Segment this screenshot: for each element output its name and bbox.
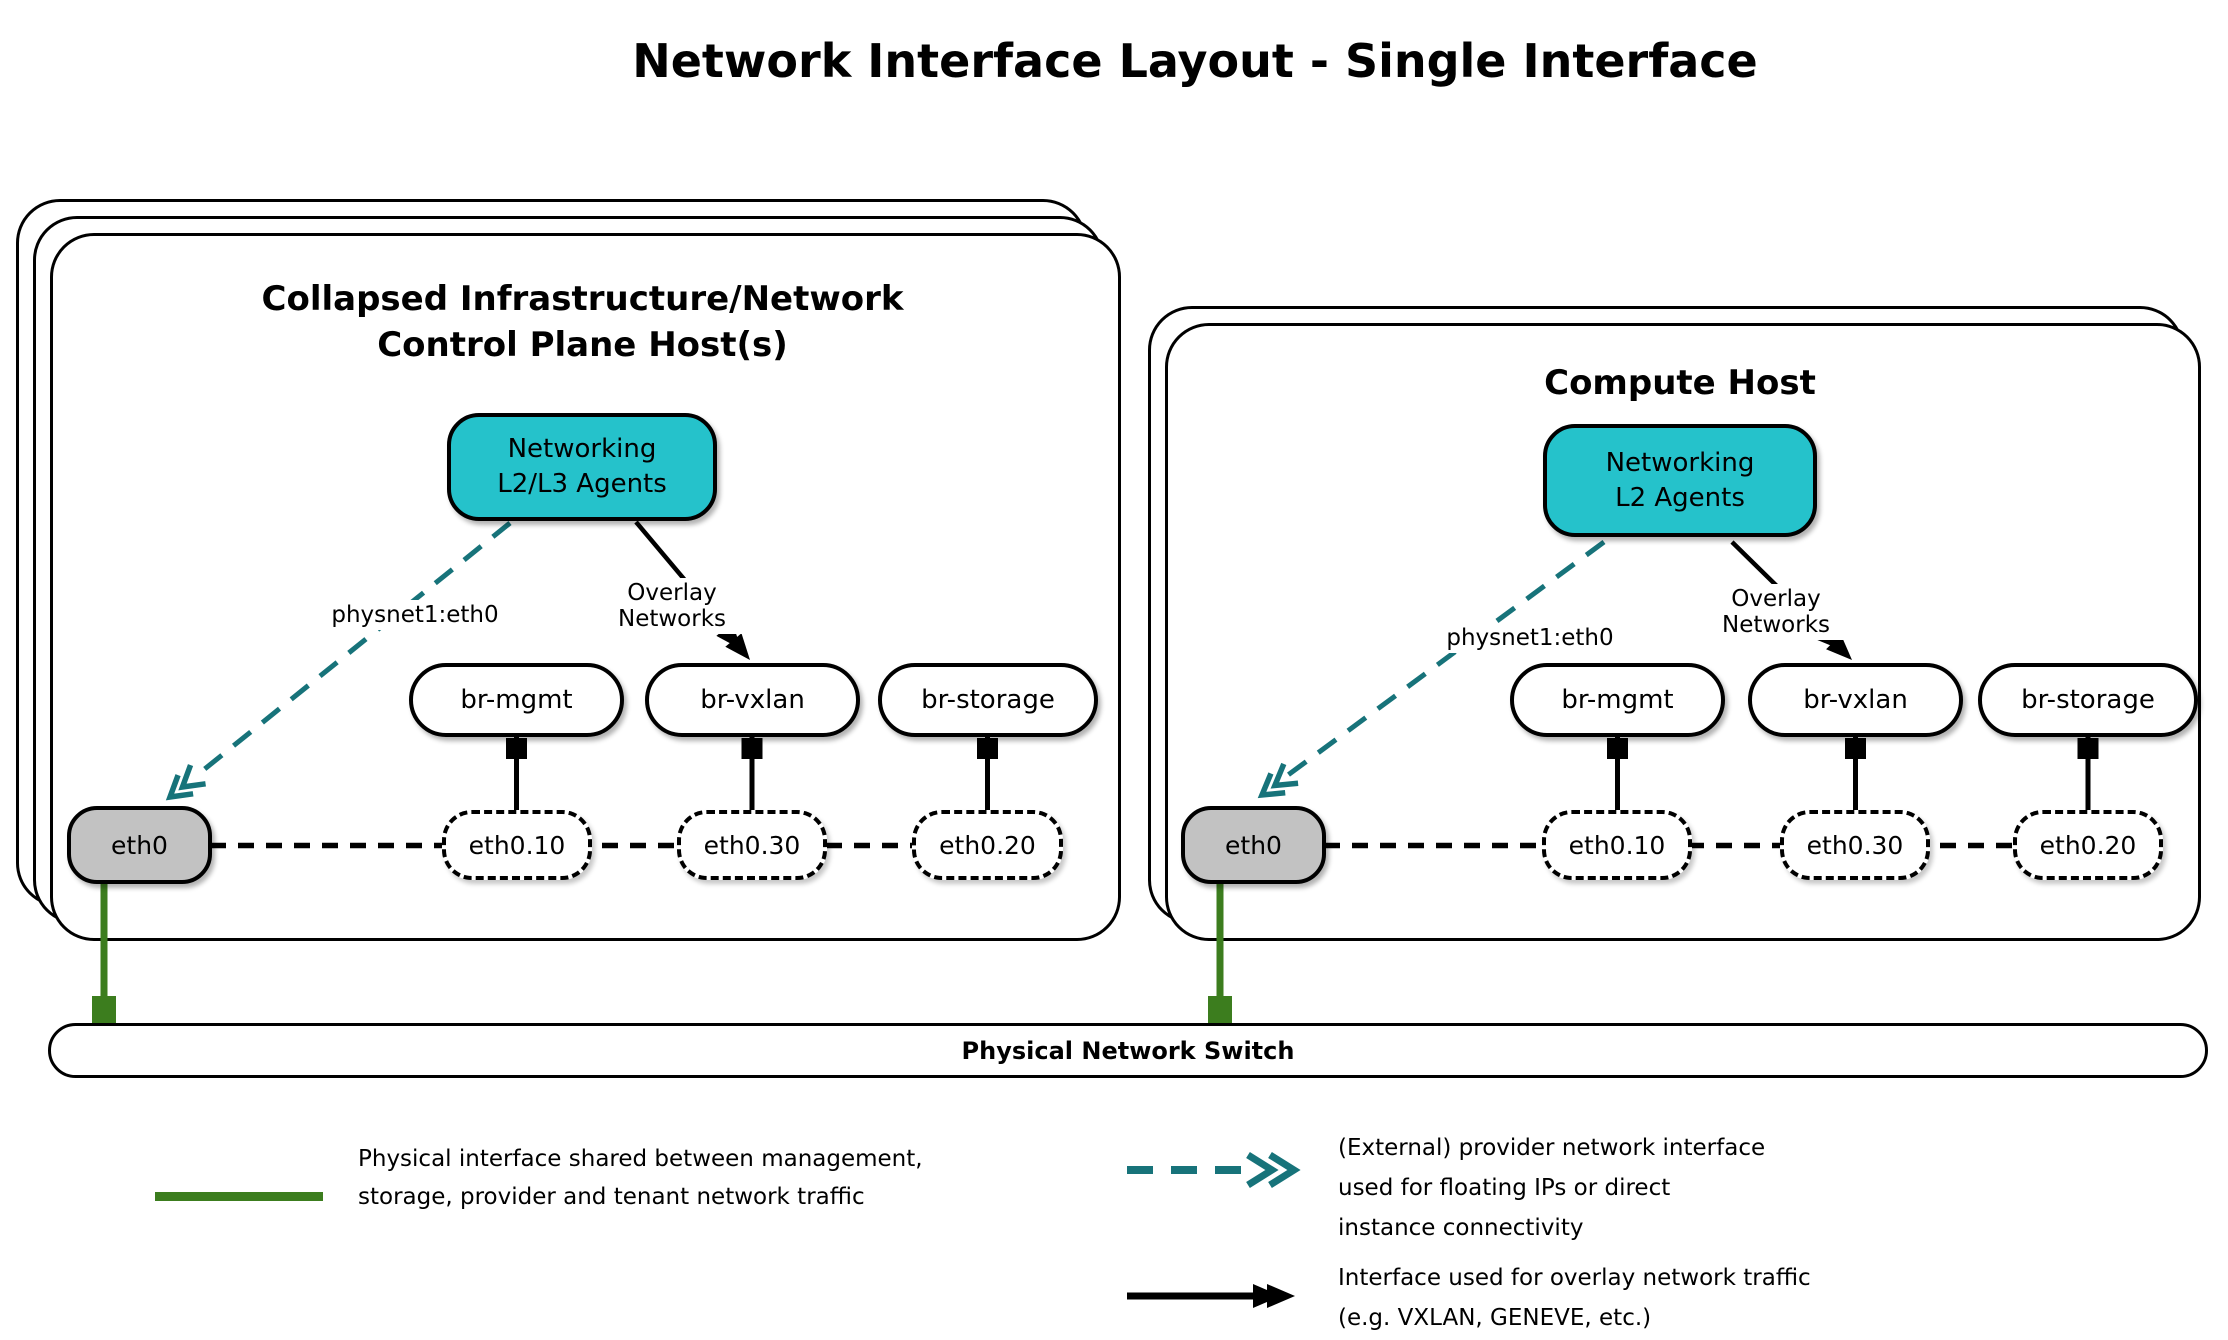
control-vlan-eth0-30: eth0.30 — [677, 810, 827, 880]
physical-network-switch-bar: Physical Network Switch — [48, 1023, 2208, 1078]
control-bridge-br-storage: br-storage — [878, 663, 1098, 737]
compute-vlan-eth0-30: eth0.30 — [1780, 810, 1930, 880]
physical-network-switch-label: Physical Network Switch — [961, 1036, 1295, 1065]
control-overlay-label: Overlay Networks — [572, 578, 772, 634]
compute-overlay-label: Overlay Networks — [1676, 584, 1876, 640]
compute-networking-agents-node: Networking L2 Agents — [1543, 424, 1817, 537]
control-networking-agents-node: Networking L2/L3 Agents — [447, 413, 717, 521]
legend-overlay-arrow-swatch — [1127, 1284, 1295, 1308]
compute-eth0-node: eth0 — [1181, 806, 1326, 884]
legend-physical-line-swatch — [155, 1192, 323, 1201]
control-eth0-node: eth0 — [67, 806, 212, 884]
compute-bridge-br-storage: br-storage — [1978, 663, 2198, 737]
control-vlan-eth0-10: eth0.10 — [442, 810, 592, 880]
control-bridge-br-vxlan: br-vxlan — [645, 663, 860, 737]
legend-overlay-text: Interface used for overlay network traff… — [1338, 1265, 1811, 1331]
compute-bridge-br-mgmt: br-mgmt — [1510, 663, 1725, 737]
control-bridge-br-mgmt: br-mgmt — [409, 663, 624, 737]
compute-vlan-eth0-10: eth0.10 — [1542, 810, 1692, 880]
control-host-title: Collapsed Infrastructure/Network Control… — [261, 279, 904, 365]
diagram-title: Network Interface Layout - Single Interf… — [632, 34, 1758, 88]
compute-bridge-br-vxlan: br-vxlan — [1748, 663, 1963, 737]
compute-physnet-label: physnet1:eth0 — [1445, 623, 1615, 653]
control-physnet-label: physnet1:eth0 — [330, 600, 500, 630]
compute-host-title: Compute Host — [1544, 363, 1816, 403]
control-vlan-eth0-20: eth0.20 — [912, 810, 1063, 880]
legend-provider-arrow-swatch — [1127, 1152, 1301, 1188]
legend-physical-text: Physical interface shared between manage… — [358, 1146, 923, 1210]
compute-vlan-eth0-20: eth0.20 — [2013, 810, 2163, 880]
legend-provider-text: (External) provider network interface us… — [1338, 1135, 1766, 1241]
